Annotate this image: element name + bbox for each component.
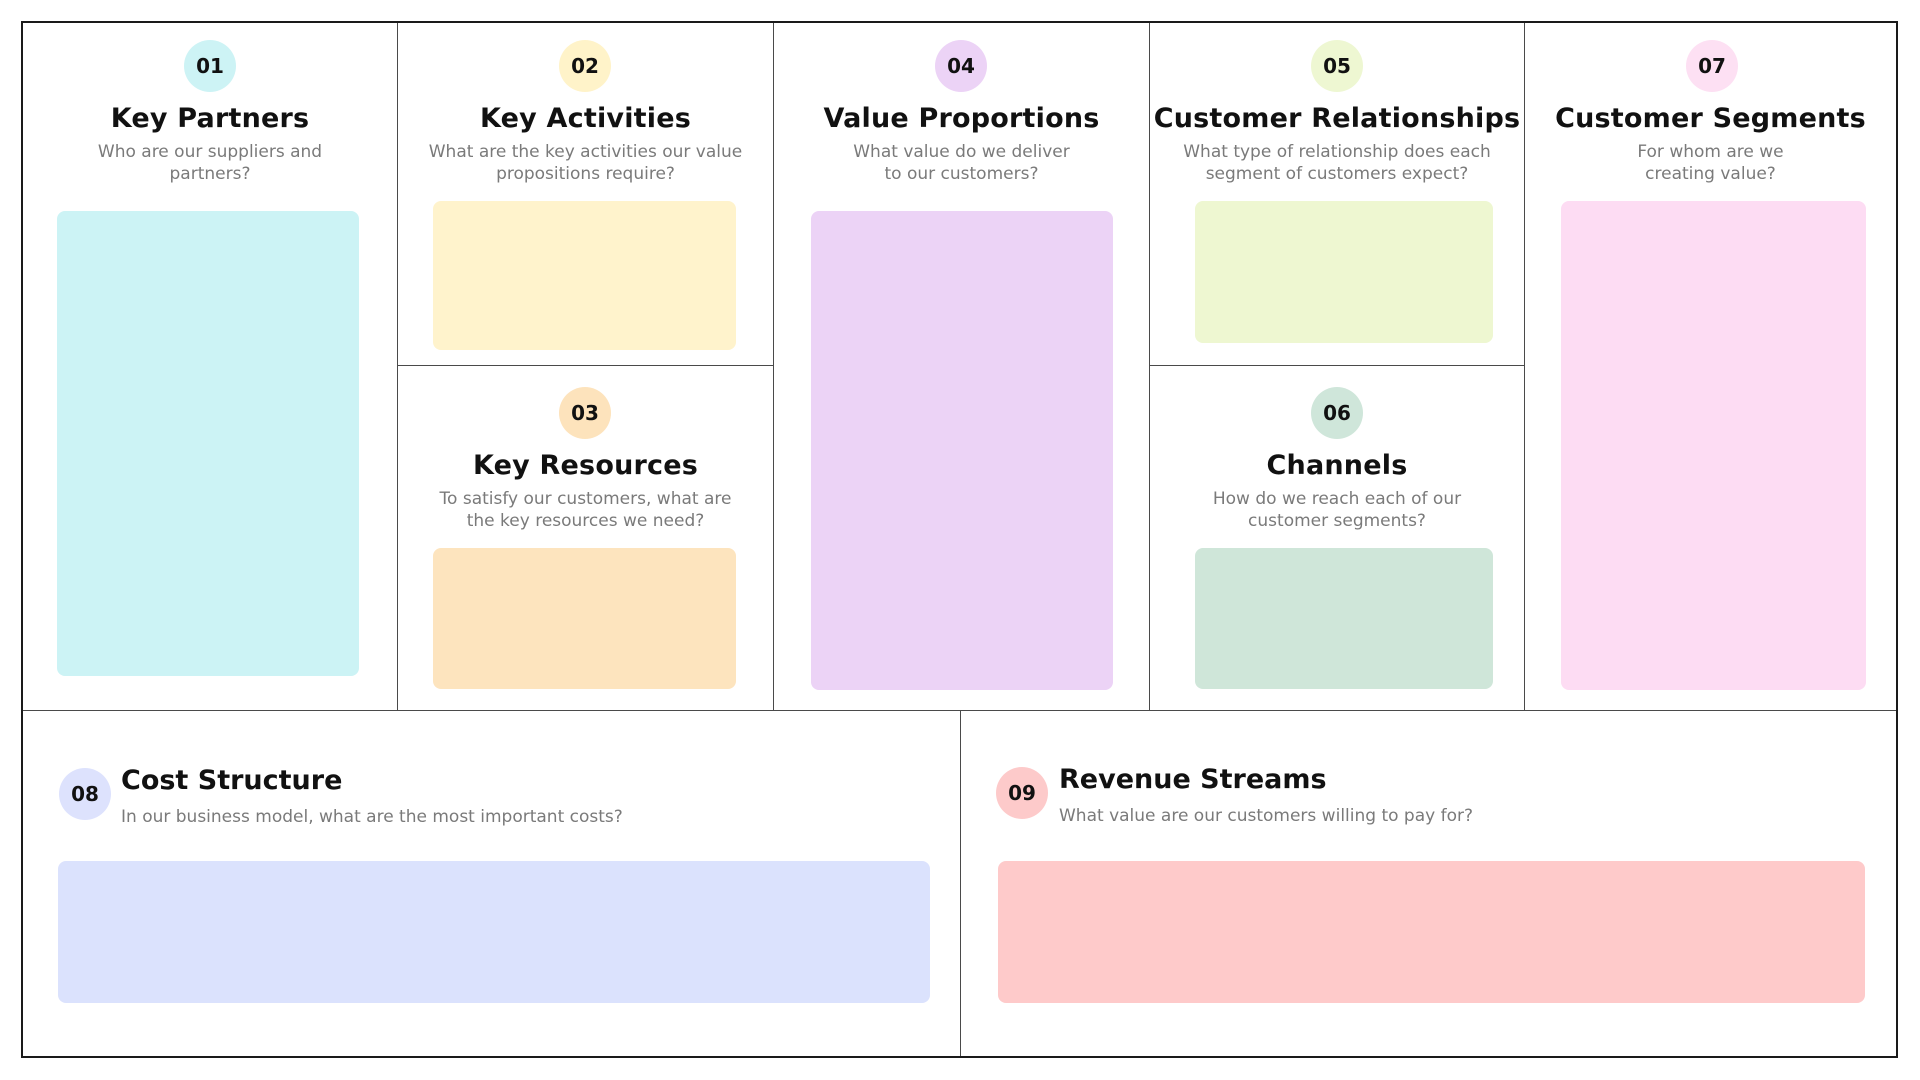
badge-06: 06 xyxy=(1311,387,1363,439)
divider xyxy=(773,23,774,710)
block-question: In our business model, what are the most… xyxy=(121,807,623,827)
business-model-canvas: 01 Key Partners Who are our suppliers an… xyxy=(21,21,1898,1058)
block-customer-relationships: 05 Customer Relationships What type of r… xyxy=(1150,23,1524,365)
block-value-proportions: 04 Value Proportions What value do we de… xyxy=(774,23,1149,710)
divider xyxy=(1150,365,1524,366)
divider xyxy=(960,710,961,1056)
block-question: For whom are we creating value? xyxy=(1637,142,1784,184)
block-question: What type of relationship does each segm… xyxy=(1183,142,1491,184)
badge-08: 08 xyxy=(59,768,111,820)
badge-05: 05 xyxy=(1311,40,1363,92)
block-revenue-streams: 09 Revenue Streams What value are our cu… xyxy=(961,711,1896,1056)
block-title: Key Activities xyxy=(479,103,692,134)
block-channels: 06 Channels How do we reach each of our … xyxy=(1150,366,1524,710)
badge-07: 07 xyxy=(1686,40,1738,92)
badge-04: 04 xyxy=(935,40,987,92)
block-question: How do we reach each of our customer seg… xyxy=(1212,489,1462,531)
sticky-note-area[interactable] xyxy=(433,548,736,689)
block-key-resources: 03 Key Resources To satisfy our customer… xyxy=(398,366,773,710)
block-question: Who are our suppliers and partners? xyxy=(97,142,323,184)
divider xyxy=(1524,23,1525,710)
block-question: To satisfy our customers, what are the k… xyxy=(439,489,732,531)
block-key-partners: 01 Key Partners Who are our suppliers an… xyxy=(23,23,397,710)
block-customer-segments: 07 Customer Segments For whom are we cre… xyxy=(1525,23,1896,710)
sticky-note-area[interactable] xyxy=(1195,201,1493,343)
sticky-note-area[interactable] xyxy=(1561,201,1866,690)
badge-09: 09 xyxy=(996,767,1048,819)
block-cost-structure: 08 Cost Structure In our business model,… xyxy=(23,711,960,1056)
block-title: Value Proportions xyxy=(823,103,1100,134)
sticky-note-area[interactable] xyxy=(433,201,736,350)
sticky-note-area[interactable] xyxy=(811,211,1113,690)
divider xyxy=(1149,23,1150,710)
divider xyxy=(23,710,1896,711)
block-title: Customer Segments xyxy=(1555,103,1866,134)
sticky-note-area[interactable] xyxy=(57,211,359,676)
badge-02: 02 xyxy=(559,40,611,92)
block-key-activities: 02 Key Activities What are the key activ… xyxy=(398,23,773,365)
block-question: What are the key activities our value pr… xyxy=(428,142,743,184)
badge-03: 03 xyxy=(559,387,611,439)
block-title: Channels xyxy=(1266,450,1408,481)
divider xyxy=(397,23,398,710)
sticky-note-area[interactable] xyxy=(1195,548,1493,689)
block-title: Cost Structure xyxy=(121,765,343,796)
block-question: What value do we deliver to our customer… xyxy=(853,142,1070,184)
block-title: Key Resources xyxy=(472,450,698,481)
badge-01: 01 xyxy=(184,40,236,92)
block-question: What value are our customers willing to … xyxy=(1059,806,1473,826)
block-title: Key Partners xyxy=(110,103,310,134)
divider xyxy=(398,365,773,366)
block-title: Revenue Streams xyxy=(1059,764,1327,795)
sticky-note-area[interactable] xyxy=(58,861,930,1003)
block-title: Customer Relationships xyxy=(1153,103,1521,134)
sticky-note-area[interactable] xyxy=(998,861,1865,1003)
